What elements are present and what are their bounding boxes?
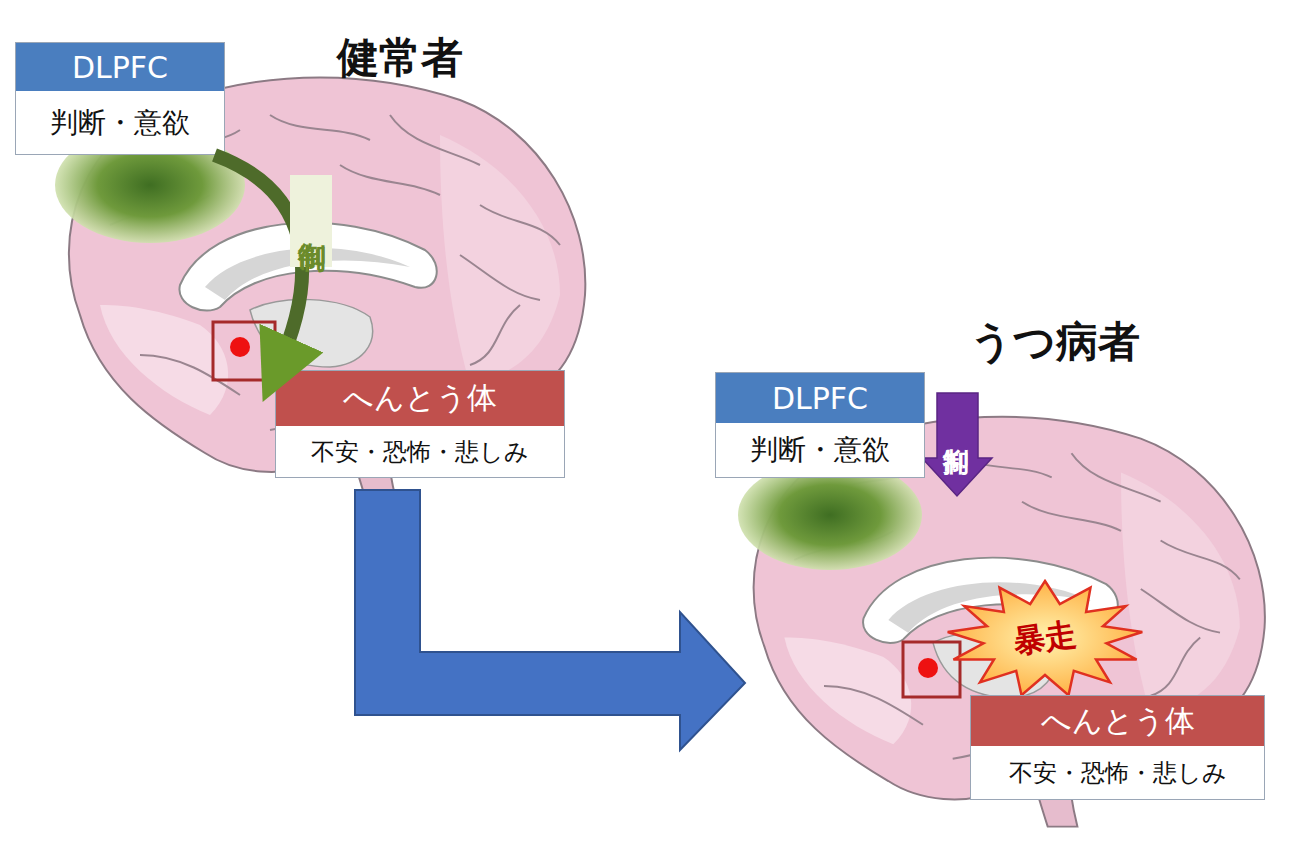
box-heading: DLPFC — [16, 43, 224, 91]
box-body: 不安・恐怖・悲しみ — [276, 426, 564, 477]
amygdala-dot — [918, 658, 938, 678]
transition-arrow — [355, 490, 745, 750]
box-body: 不安・恐怖・悲しみ — [971, 746, 1264, 799]
burst-node: 暴走 — [945, 578, 1145, 700]
box-heading: へんとう体 — [971, 696, 1264, 746]
inhibit-arrow — [922, 393, 992, 496]
label-box: DLPFC判断・意欲 — [15, 42, 225, 155]
box-heading: DLPFC — [716, 373, 924, 423]
box-heading: へんとう体 — [276, 371, 564, 426]
control-arrow — [215, 155, 303, 370]
amygdala-marker — [903, 642, 960, 697]
amygdala-marker — [213, 322, 275, 380]
edge-label: 制御 — [290, 175, 332, 267]
arrow-label: 抑制 — [935, 396, 979, 460]
panel-title: うつ病者 — [935, 312, 1175, 372]
label-box: DLPFC判断・意欲 — [715, 372, 925, 478]
box-body: 判断・意欲 — [16, 91, 224, 154]
amygdala-dot — [230, 337, 250, 357]
label-box: へんとう体不安・恐怖・悲しみ — [275, 370, 565, 478]
box-body: 判断・意欲 — [716, 423, 924, 477]
panel-title: 健常者 — [290, 28, 510, 88]
label-box: へんとう体不安・恐怖・悲しみ — [970, 695, 1265, 800]
burst-text: 暴走 — [937, 565, 1152, 714]
